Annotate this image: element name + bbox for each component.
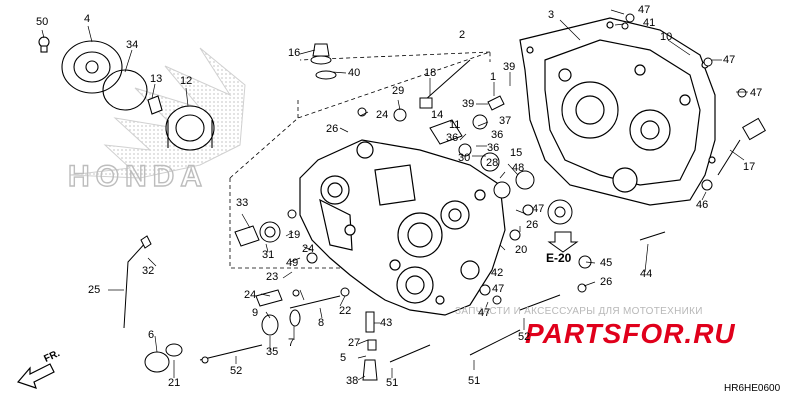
callout-number: 3 bbox=[548, 9, 555, 21]
callout-number: 52 bbox=[230, 365, 243, 377]
callout-number: 51 bbox=[468, 375, 481, 387]
callout-number: 8 bbox=[318, 317, 325, 329]
crankcase-right-cover bbox=[519, 17, 716, 206]
callout-number: 24 bbox=[376, 109, 389, 121]
reference-label-e20: E-20 bbox=[546, 251, 572, 265]
callout-number: 7 bbox=[288, 337, 295, 349]
callout-number: 26 bbox=[600, 276, 613, 288]
callout-number: 26 bbox=[326, 123, 339, 135]
watermark-caption: ЗАПЧАСТИ И АКСЕССУАРЫ ДЛЯ МОТОТЕХНИКИ bbox=[455, 306, 703, 317]
callout-number: 32 bbox=[142, 265, 155, 277]
e20-reference-arrow bbox=[547, 231, 579, 253]
callout-number: 1 bbox=[490, 71, 497, 83]
callout-number: 11 bbox=[449, 119, 461, 131]
callout-number: 42 bbox=[491, 267, 504, 279]
callout-number: 17 bbox=[743, 161, 756, 173]
callout-number: 39 bbox=[503, 61, 516, 73]
callout-number: 20 bbox=[515, 244, 528, 256]
callout-number: 41 bbox=[643, 17, 656, 29]
callout-number: 16 bbox=[288, 47, 301, 59]
callout-number: 47 bbox=[750, 87, 763, 99]
callout-number: 44 bbox=[640, 268, 653, 280]
diagram-code: HR6HE0600 bbox=[724, 383, 781, 394]
callout-number: 6 bbox=[148, 329, 155, 341]
crankcase-left bbox=[299, 139, 506, 316]
callout-number: 47 bbox=[532, 203, 545, 215]
front-direction-arrow bbox=[16, 363, 55, 389]
callout-number: 26 bbox=[526, 219, 539, 231]
callout-number: 52 bbox=[518, 331, 531, 343]
callout-number: 30 bbox=[458, 152, 471, 164]
callout-number: 45 bbox=[600, 257, 613, 269]
callout-number: 23 bbox=[266, 271, 279, 283]
small-parts bbox=[123, 13, 766, 381]
callout-number: 19 bbox=[288, 229, 301, 241]
callout-number: 28 bbox=[486, 157, 499, 169]
assembly-frame bbox=[229, 51, 491, 269]
callout-number: 15 bbox=[510, 147, 523, 159]
callout-number: 33 bbox=[236, 197, 249, 209]
callout-number: 36 bbox=[487, 142, 500, 154]
honda-wordmark: HONDA bbox=[68, 160, 208, 193]
callout-number: 47 bbox=[723, 54, 736, 66]
callout-number: 24 bbox=[244, 289, 257, 301]
callout-number: 43 bbox=[380, 317, 393, 329]
oil-filter-group bbox=[38, 36, 215, 151]
callout-number: 47 bbox=[638, 4, 651, 16]
callout-number: 9 bbox=[252, 307, 259, 319]
callout-number: 18 bbox=[424, 67, 437, 79]
callout-number: 48 bbox=[512, 162, 525, 174]
callout-number: 29 bbox=[392, 85, 405, 97]
callout-number: 35 bbox=[266, 346, 279, 358]
callout-number: 12 bbox=[180, 75, 193, 87]
callout-number: 21 bbox=[168, 377, 181, 389]
callout-number: 34 bbox=[126, 39, 139, 51]
watermark-logo: PARTSFOR.RU bbox=[525, 318, 736, 349]
callout-number: 47 bbox=[492, 283, 505, 295]
callout-number: 31 bbox=[262, 249, 275, 261]
callout-number: 22 bbox=[339, 305, 352, 317]
callout-number: 5 bbox=[340, 352, 347, 364]
callout-number: 40 bbox=[348, 67, 361, 79]
callout-number: 46 bbox=[696, 199, 709, 211]
callout-number: 10 bbox=[660, 31, 673, 43]
callout-number: 14 bbox=[431, 109, 444, 121]
callout-number: 38 bbox=[346, 375, 359, 387]
callout-number: 4 bbox=[84, 13, 91, 25]
callout-number: 47 bbox=[478, 307, 491, 319]
callout-number: 36 bbox=[491, 129, 504, 141]
callout-number: 13 bbox=[150, 73, 163, 85]
callout-number: 37 bbox=[499, 115, 512, 127]
callout-number: 27 bbox=[348, 337, 361, 349]
callout-number: 50 bbox=[36, 16, 49, 28]
leader-lines bbox=[41, 9, 748, 381]
callout-number: 49 bbox=[286, 257, 299, 269]
callout-number: 51 bbox=[386, 377, 399, 389]
callout-number: 25 bbox=[88, 284, 101, 296]
callout-number: 36 bbox=[446, 132, 459, 144]
callout-number: 24 bbox=[302, 243, 315, 255]
callout-number: 2 bbox=[459, 29, 466, 41]
callout-number: 39 bbox=[462, 98, 475, 110]
